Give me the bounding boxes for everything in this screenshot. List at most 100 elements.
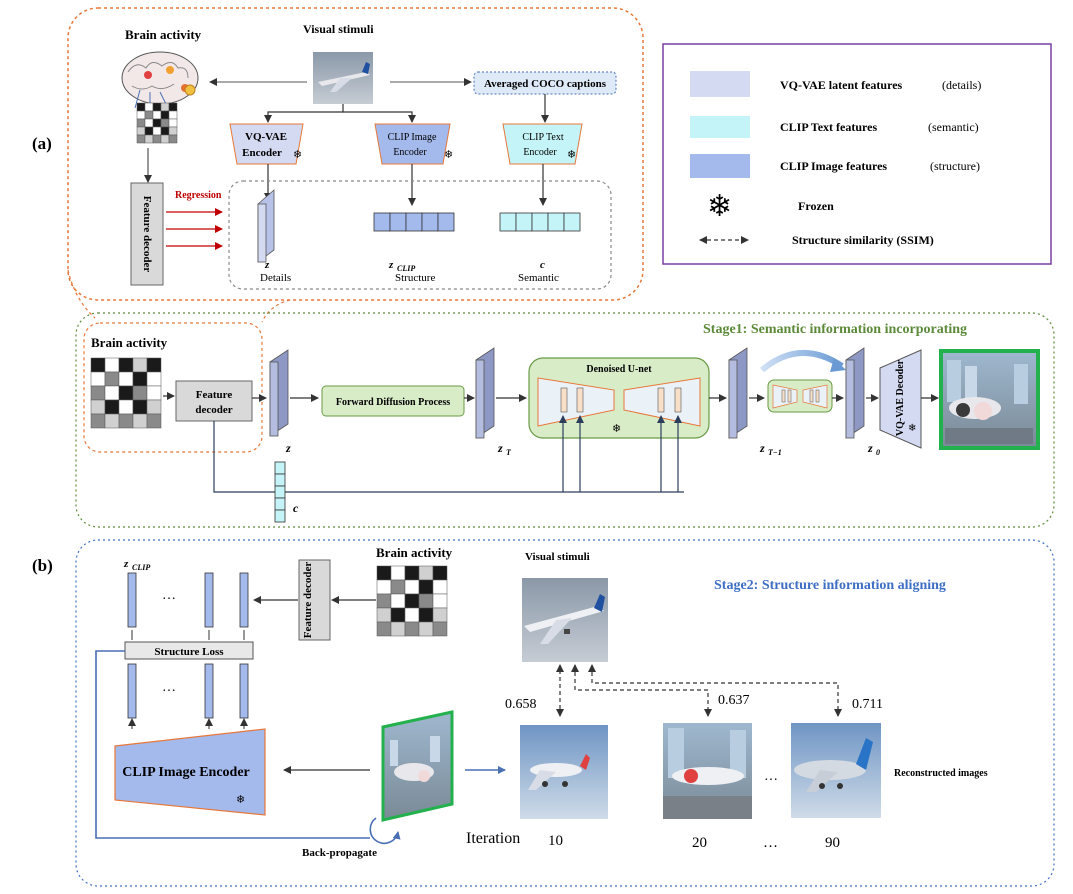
grid-cell — [376, 579, 392, 595]
visual-stimuli-label-b: Visual stimuli — [525, 551, 590, 563]
grid-cell — [90, 399, 106, 415]
grid-cell — [132, 385, 148, 401]
legend-note-2: (structure) — [930, 159, 980, 173]
reconstruction-iter-20 — [663, 723, 752, 819]
grid-cell — [404, 579, 420, 595]
brain-illustration — [121, 51, 199, 109]
grid-cell — [168, 110, 178, 120]
vqvae-decoder-label: VQ-VAE Decoder — [895, 359, 906, 436]
frozen-icon-unet: ❄ — [612, 423, 621, 435]
airplane-image-b — [522, 578, 608, 662]
vector-cell — [389, 212, 407, 232]
grid-cell — [418, 621, 434, 637]
coco-captions-box — [473, 71, 617, 95]
grid-cell — [418, 607, 434, 623]
legend-note-1: (semantic) — [928, 120, 979, 134]
zT-label: z — [497, 441, 503, 455]
forward-diffusion-box — [321, 385, 465, 417]
ssim-score-20: 0.637 — [718, 693, 750, 708]
vector-cell — [547, 212, 565, 232]
brain-activity-grid-s1 — [90, 357, 162, 429]
grid-cell — [160, 118, 170, 128]
vector-cell — [499, 212, 517, 232]
zclip-label-a: z — [388, 259, 394, 271]
reconstruction-iter-90 — [791, 723, 881, 818]
zclip-label-b: z — [123, 558, 129, 570]
frozen-icon-clipimg-a: ❄ — [444, 149, 453, 161]
grid-cell — [404, 607, 420, 623]
grid-cell — [146, 371, 162, 387]
zclip-vector-top-3 — [239, 572, 249, 628]
panel-a-frame — [67, 7, 644, 301]
unet-block-2 — [576, 387, 584, 413]
stage1-title: Stage1: Semantic information incorporati… — [703, 322, 967, 337]
grid-cell — [152, 134, 162, 144]
frozen-icon-vqvae: ❄ — [293, 149, 302, 161]
grid-cell — [144, 102, 154, 112]
grid-cell — [390, 565, 406, 581]
grid-cell — [132, 399, 148, 415]
coco-captions-label: Averaged COCO captions — [484, 78, 607, 90]
grid-cell — [104, 357, 120, 373]
legend-box — [662, 43, 1052, 265]
vector-cell — [531, 212, 549, 232]
clip-image-encoder-label-b: CLIP Image Encoder — [122, 765, 250, 780]
grid-cell — [432, 579, 448, 595]
grid-cell — [132, 357, 148, 373]
visual-stimuli-label-a: Visual stimuli — [303, 22, 374, 36]
grid-cell — [136, 102, 146, 112]
zoom-line-left — [67, 269, 96, 319]
legend-label-2: CLIP Image features — [780, 159, 887, 173]
brain-activity-label-s1: Brain activity — [91, 335, 168, 350]
grid-cell — [90, 385, 106, 401]
grid-cell — [104, 399, 120, 415]
grid-cell — [136, 134, 146, 144]
grid-cell — [168, 126, 178, 136]
iteration-value-90: 90 — [825, 835, 840, 851]
c-strip-a — [499, 212, 581, 232]
grid-cell — [152, 102, 162, 112]
frozen-icon-clipimg-b: ❄ — [236, 794, 245, 806]
vector-cell — [274, 497, 286, 511]
regression-label: Regression — [175, 190, 222, 201]
panel-a-label: (a) — [32, 134, 52, 153]
stage1-brain-box — [83, 322, 263, 453]
grid-cell — [146, 357, 162, 373]
details-label: Details — [260, 272, 291, 284]
stage2-title: Stage2: Structure information aligning — [714, 578, 946, 593]
loop-arc — [760, 350, 844, 373]
brain-activity-label-a: Brain activity — [125, 27, 202, 42]
back-propagate-path — [95, 650, 370, 839]
grid-cell — [160, 126, 170, 136]
grid-cell — [160, 110, 170, 120]
vector-cell — [274, 509, 286, 523]
zclip-vector-bottom-2 — [204, 663, 214, 719]
reconstruction-iter-10 — [520, 725, 608, 819]
grid-cell — [90, 413, 106, 429]
airplane-image-a — [313, 52, 373, 104]
unet-label: Denoised U-net — [586, 364, 652, 375]
zoom-line-right — [261, 299, 291, 323]
c-strip-s1 — [274, 461, 286, 523]
ssim-arrow-20 — [571, 664, 712, 717]
grid-cell — [152, 126, 162, 136]
legend-label-4: Structure similarity (SSIM) — [792, 233, 934, 247]
iteration-value-ellipsis: … — [763, 835, 778, 851]
z-label-a: z — [264, 259, 270, 271]
unet-block-4 — [674, 387, 682, 413]
c-label-s1: c — [293, 501, 299, 515]
forward-diffusion-label: Forward Diffusion Process — [336, 397, 450, 408]
vqvae-decoder-s1 — [879, 349, 922, 449]
zclip-vector-top-2 — [204, 572, 214, 628]
reconstructed-image-s1 — [939, 349, 1040, 450]
grid-cell — [118, 371, 134, 387]
grid-cell — [390, 607, 406, 623]
back-propagate-loop — [369, 817, 401, 845]
iteration-label: Iteration — [466, 830, 520, 847]
zclip-vector-bottom-3 — [239, 663, 249, 719]
grid-cell — [132, 413, 148, 429]
zclip-sub-b: CLIP — [132, 563, 150, 572]
vector-cell — [437, 212, 455, 232]
grid-cell — [390, 579, 406, 595]
grid-cell — [376, 593, 392, 609]
